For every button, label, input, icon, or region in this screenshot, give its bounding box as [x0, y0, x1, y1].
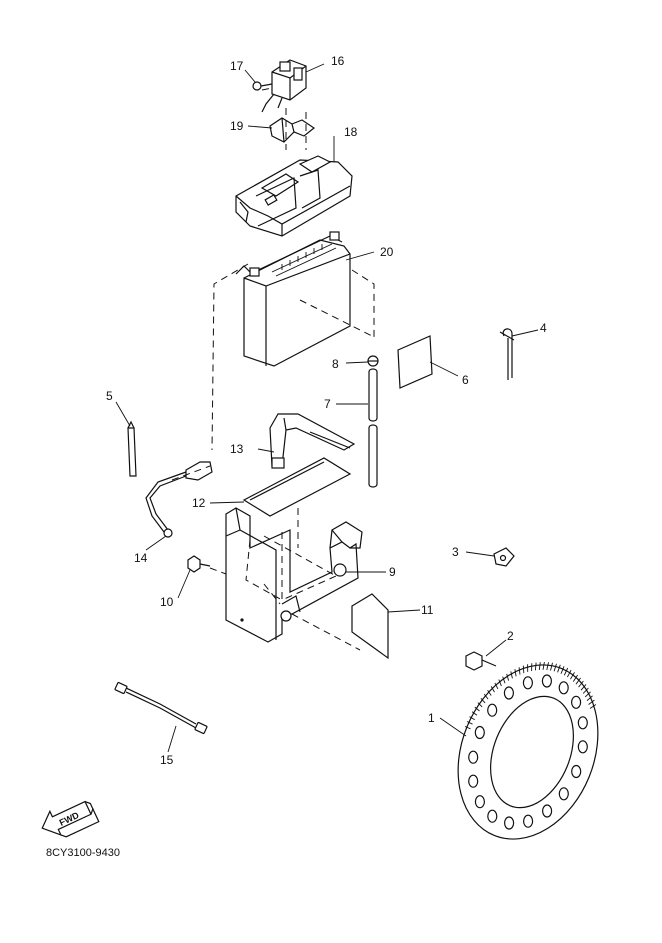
- callout-5: 5: [106, 389, 113, 403]
- callout-6: 6: [462, 373, 469, 387]
- callout-12: 12: [192, 496, 206, 510]
- part-5-band: [128, 422, 136, 476]
- rotor-hole: [524, 815, 533, 827]
- callout-8: 8: [332, 357, 339, 371]
- part-16-relay: [262, 60, 306, 112]
- rotor-hole: [488, 704, 497, 716]
- rotor-hole: [469, 751, 478, 763]
- rotor-hole: [488, 810, 497, 822]
- rotor-hole: [559, 682, 568, 694]
- rotor-hole: [572, 766, 581, 778]
- part-19-bracket: [270, 118, 314, 142]
- callout-13: 13: [230, 442, 244, 456]
- rotor-hole: [475, 727, 484, 739]
- part-6-pad: [398, 336, 432, 388]
- callout-3: 3: [452, 545, 459, 559]
- drawing-code: 8CY3100-9430: [46, 847, 120, 859]
- rotor-hole: [578, 717, 587, 729]
- rotor-hole: [469, 775, 478, 787]
- callout-7: 7: [324, 397, 331, 411]
- rotor-hole: [543, 805, 552, 817]
- rotor-hole: [475, 796, 484, 808]
- part-9-battery-box: [226, 508, 362, 642]
- callout-2: 2: [507, 629, 514, 643]
- callout-15: 15: [160, 753, 174, 767]
- rotor-hole: [505, 817, 514, 829]
- part-18-battery-cover: [236, 156, 352, 236]
- part-3-clamp: [494, 548, 514, 566]
- callout-14: 14: [134, 551, 148, 565]
- part-8-clamp: [368, 356, 378, 366]
- callout-4: 4: [540, 321, 547, 335]
- rotor-hole: [578, 741, 587, 753]
- part-17-screw: [253, 82, 272, 90]
- part-7-hose: [369, 369, 377, 487]
- callout-20: 20: [380, 245, 394, 259]
- part-13-strap: [270, 414, 354, 468]
- callout-9: 9: [389, 565, 396, 579]
- forward-direction-arrow: FWD: [37, 794, 99, 844]
- callout-17: 17: [230, 59, 244, 73]
- rotor-hole: [559, 788, 568, 800]
- callout-10: 10: [160, 595, 174, 609]
- callout-11: 11: [421, 603, 434, 617]
- part-10-bolt: [188, 556, 210, 572]
- rotor-hole: [504, 687, 513, 699]
- rotor-hole: [572, 696, 581, 708]
- part-2-bolt: [466, 652, 496, 670]
- part-12-sheet: [244, 458, 350, 516]
- callout-18: 18: [344, 125, 358, 139]
- callout-16: 16: [331, 54, 345, 68]
- rotor-hole: [523, 677, 532, 689]
- part-15-wire: [115, 682, 207, 733]
- part-20-battery: [236, 232, 350, 366]
- part-4-cable-tie: [500, 329, 514, 380]
- callout-1: 1: [428, 711, 435, 725]
- rotor-tooth: [523, 666, 524, 674]
- part-1-rotor: [433, 644, 623, 860]
- callout-19: 19: [230, 119, 244, 133]
- rotor-hole: [542, 675, 551, 687]
